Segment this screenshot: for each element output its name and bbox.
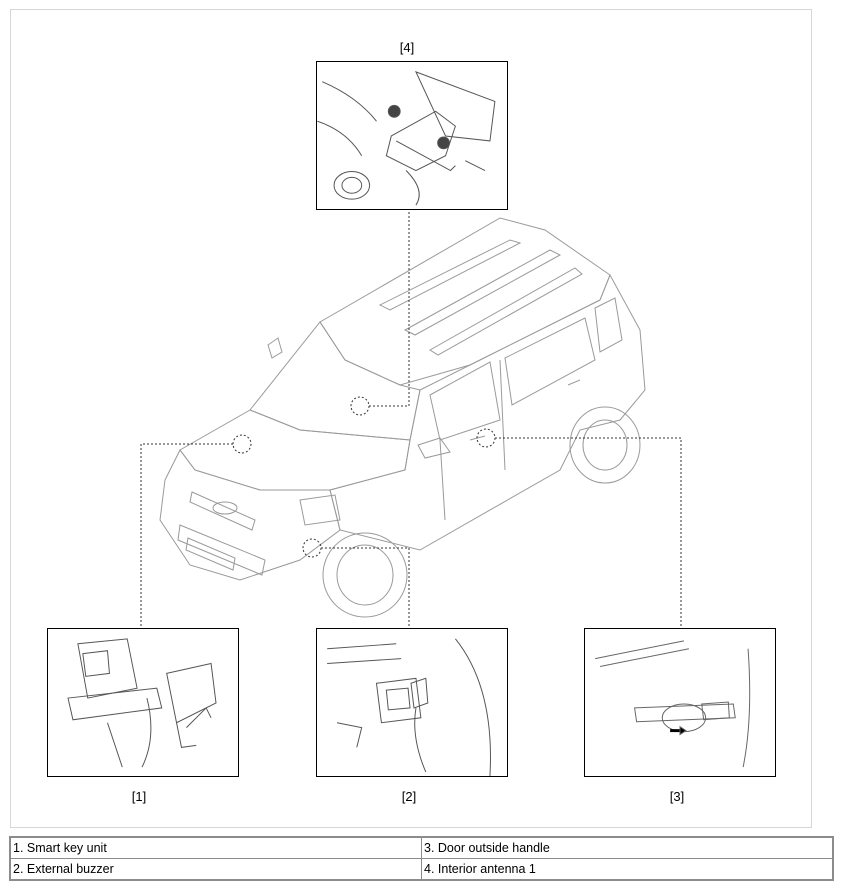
leader-line-4 [369, 210, 410, 407]
legend-item-external-buzzer: 2. External buzzer [9, 858, 422, 881]
detail-image-smart-key-unit [47, 628, 239, 777]
leader-line-2 [321, 547, 410, 628]
callout-label-1: [1] [131, 789, 147, 804]
legend-item-smart-key-unit: 1. Smart key unit [9, 836, 422, 859]
location-circle-smart-key-unit [232, 434, 252, 454]
callout-label-3: [3] [669, 789, 685, 804]
legend-table: 1. Smart key unit 3. Door outside handle… [9, 836, 834, 881]
legend-item-interior-antenna: 4. Interior antenna 1 [421, 858, 834, 881]
leader-line-1 [140, 443, 233, 628]
location-circle-door-handle [476, 428, 496, 448]
leader-line-3 [495, 437, 682, 628]
location-circle-buzzer [302, 538, 322, 558]
location-circle-antenna [350, 396, 370, 416]
legend-row: 2. External buzzer 4. Interior antenna 1 [9, 858, 834, 881]
detail-image-external-buzzer [316, 628, 508, 777]
callout-label-2: [2] [401, 789, 417, 804]
detail-image-interior-antenna [316, 61, 508, 210]
figure-frame [10, 9, 812, 828]
legend-item-door-outside-handle: 3. Door outside handle [421, 836, 834, 859]
detail-image-door-outside-handle [584, 628, 776, 777]
callout-label-4: [4] [399, 40, 415, 55]
legend-row: 1. Smart key unit 3. Door outside handle [9, 836, 834, 859]
